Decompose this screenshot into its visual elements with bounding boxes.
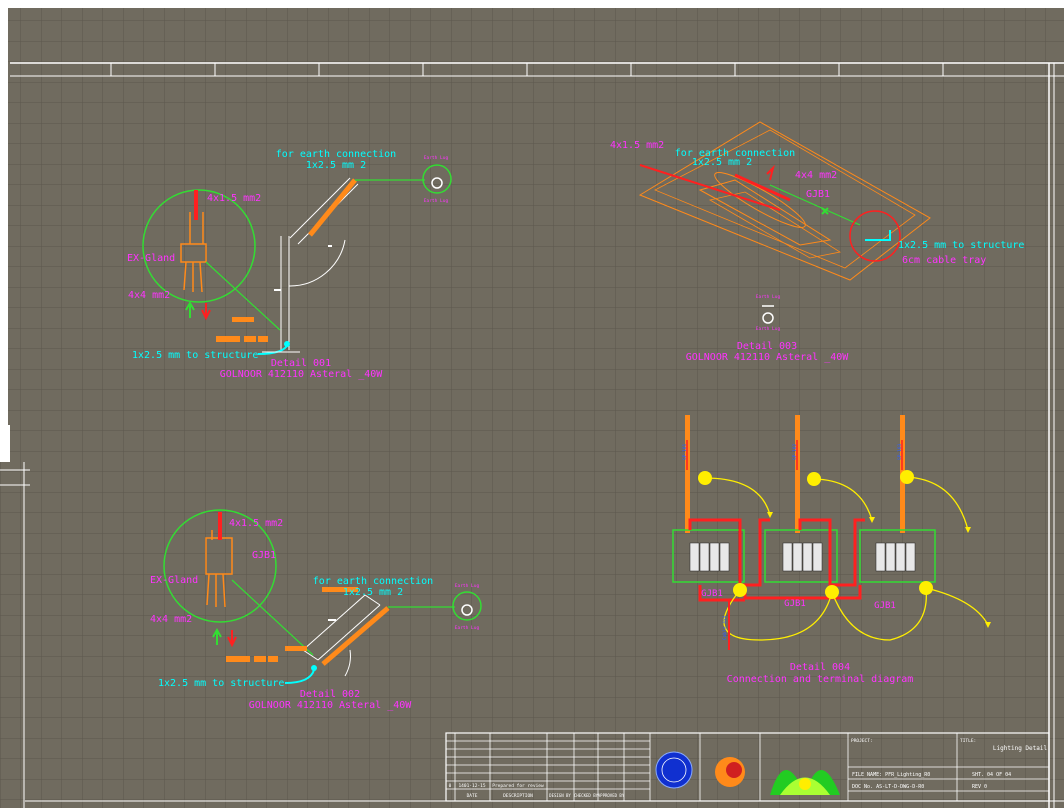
gjb-label-3: GJB1 [874, 601, 896, 611]
client-logo [655, 751, 693, 789]
wire-size-label: 4x1.5 mm2 [610, 140, 664, 151]
detail-title: Detail 004 [790, 662, 850, 673]
earth-size-label: 1x2.5 mm 2 [692, 157, 752, 168]
structure-label: 1x2.5 mm to structure [158, 678, 284, 689]
gjb-label-1: GJB1 [701, 589, 723, 599]
revision-table [446, 733, 651, 801]
earth-lug-bottom-label: Earth Lug [756, 326, 781, 332]
cable-tray-label: 6cm cable tray [902, 255, 986, 266]
earth-connection-label: for earth connection [276, 149, 396, 160]
date-column-header: DATE [467, 793, 478, 799]
earth-lug-bottom-label: Earth Lug [455, 625, 480, 631]
earth-connection-label: for earth connection [313, 576, 433, 587]
rev-date: 1401-12-15 [458, 783, 485, 789]
detail-subtitle: GOLNOOR 412110 Asteral _40W [249, 700, 413, 711]
earth-lug-bottom-label: Earth Lug [424, 198, 449, 204]
detail-title: Detail 003 [737, 341, 797, 352]
svg-text:Cable 4x4: Cable 4x4 [722, 615, 728, 640]
rev-number: 0 [449, 783, 452, 789]
junction-box [859, 529, 936, 583]
gjb-label: GJB1 [252, 550, 276, 561]
detail-002[interactable]: for earth connection 1x2.5 mm 2 Earth Lu… [150, 509, 482, 711]
earth-connection-label: for earth connection [675, 148, 795, 159]
document-number: DOC No. AS-LT-D-DWG-D-R0 [852, 784, 924, 790]
gjb-label-2: GJB1 [784, 599, 806, 609]
detail-title: Detail 001 [271, 358, 331, 369]
detail-subtitle: Connection and terminal diagram [727, 674, 914, 685]
ex-gland-label: EX-Gland [150, 575, 198, 586]
description-column-header: DESCRIPTION [503, 793, 533, 799]
detail-title: Detail 002 [300, 689, 360, 700]
structure-label: 1x2.5 mm to structure [132, 350, 258, 361]
cable-size-label: 4x4 mm2 [150, 614, 192, 625]
svg-text:SP-102: SP-102 [792, 443, 798, 460]
earth-lug-top-label: Earth Lug [756, 294, 781, 300]
approved-column-header: APPROVED BY [598, 793, 625, 798]
wire-size-label: 4x1.5 mm2 [229, 518, 283, 529]
detail-subtitle: GOLNOOR 412110 Asteral _40W [220, 369, 384, 380]
detail-004[interactable]: SP-101 SP-102 SP-103 Cable 4x4 GJB1 GJB1… [672, 415, 991, 685]
wire-size-label: 4x1.5 mm2 [207, 193, 261, 204]
title-label: TITLE: [960, 738, 976, 744]
cable-size-label: 4x4 mm2 [128, 290, 170, 301]
detail-subtitle: GOLNOOR 412110 Asteral _40W [686, 352, 850, 363]
zoom-circle [142, 189, 256, 303]
earth-size-label: 1x2.5 mm 2 [306, 160, 366, 171]
rev-description: Prepared for review [492, 783, 544, 789]
detail-001[interactable]: for earth connection 1x2.5 mm 2 Earth Lu… [127, 149, 452, 380]
earth-size-label: 1x2.5 mm 2 [343, 587, 403, 598]
design-column-header: DESIGN BY [549, 793, 571, 798]
earth-lug-top-label: Earth Lug [455, 583, 480, 589]
earth-lug-top-label: Earth Lug [424, 155, 449, 161]
title-block[interactable]: 0 1401-12-15 Prepared for review DATE DE… [445, 732, 1050, 802]
sheet-title: Lighting Detail [993, 745, 1048, 752]
zoom-circle [849, 210, 901, 262]
revision: REV 0 [972, 784, 987, 790]
zoom-circle [163, 509, 277, 623]
file-name: FILE NAME: PFR_Lighting_R0 [852, 772, 930, 778]
cable-size-label: 4x4 mm2 [795, 170, 837, 181]
sheet-number: SHT. 04 OF 04 [972, 772, 1011, 778]
junction-box [672, 529, 745, 583]
project-label: PROJECT: [851, 738, 873, 744]
ex-gland-label: EX-Gland [127, 253, 175, 264]
detail-003[interactable]: for earth connection 1x2.5 mm 2 4x1.5 mm… [610, 121, 1024, 363]
structure-label: 1x2.5 mm to structure [898, 240, 1024, 251]
gjb-label: GJB1 [806, 189, 830, 200]
svg-text:SP-101: SP-101 [682, 443, 688, 460]
checked-column-header: CHECKED BY [574, 793, 599, 798]
svg-text:SP-103: SP-103 [897, 443, 903, 460]
grid [8, 8, 1064, 808]
